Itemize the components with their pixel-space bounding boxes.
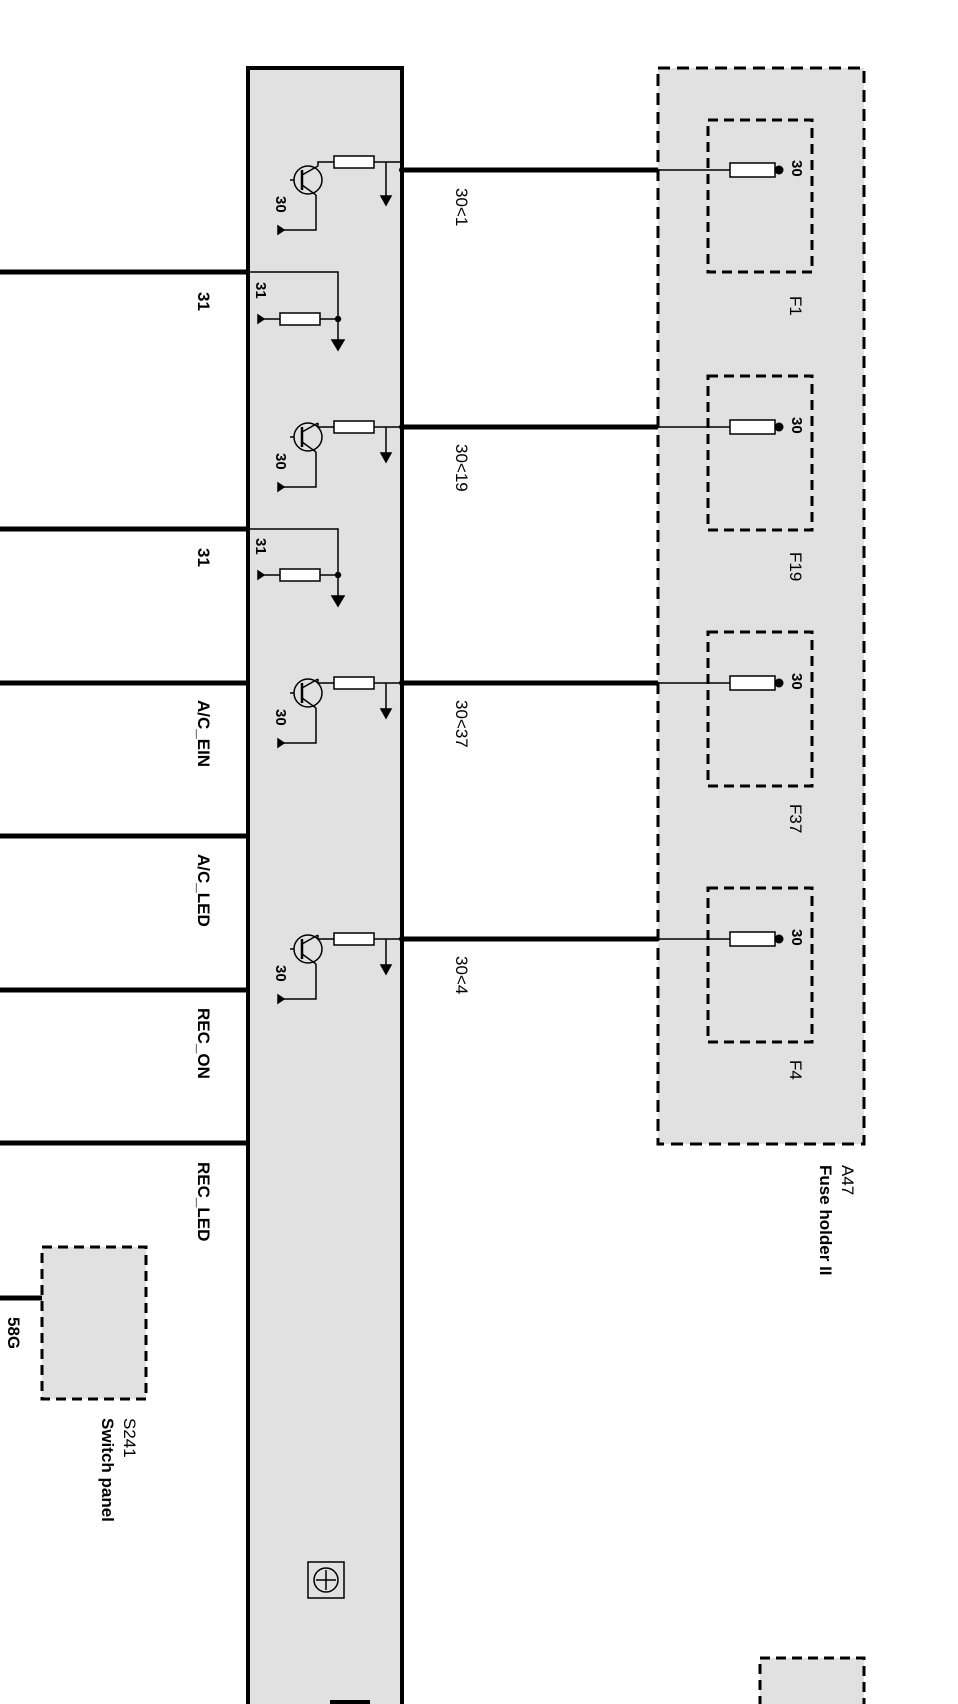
ground-1-pin: 31 [252,282,269,299]
switch-panel-id: S241 [120,1418,139,1458]
wire-label-30-19: 30<19 [452,444,471,492]
fuse-f4 [399,886,814,1044]
wire-label-ac-led: A/C_LED [194,854,213,927]
module-symbol-icon [307,1561,345,1599]
partial-component-box [758,1656,866,1704]
fuse-f1-label: F1 [786,296,805,316]
fuse-holder-id: A47 [838,1165,857,1195]
module-connector-stub [330,1700,370,1704]
switch-panel-pin: 58G [4,1317,23,1349]
wire-label-ac-ein: A/C_EIN [194,700,213,767]
wire-label-31-b: 31 [194,548,213,567]
fuse-f37-label: F37 [786,804,805,833]
wire-label-30-1: 30<1 [452,188,471,226]
ground-2-pin: 31 [252,538,269,555]
transistor-1-pin: 30 [272,196,289,213]
wire-label-rec-led: REC_LED [194,1162,213,1241]
wire-label-31-a: 31 [194,292,213,311]
transistor-2-pin: 30 [272,453,289,470]
fuse-f4-label: F4 [786,1060,805,1080]
ground-resistor-1 [248,271,346,352]
wire-label-rec-on: REC_ON [194,1008,213,1079]
fuse-f4-pin: 30 [788,929,805,946]
transistor-driver-1 [277,155,402,236]
transistor-driver-3 [277,676,402,749]
fuse-f1-pin: 30 [788,160,805,177]
left-wires [0,269,248,1146]
transistor-4-pin: 30 [272,965,289,982]
fuse-f37-pin: 30 [788,673,805,690]
switch-panel-name: Switch panel [98,1418,117,1522]
fuse-f37 [399,630,814,788]
fuse-holder-name: Fuse holder II [816,1165,835,1276]
transistor-driver-2 [277,420,402,493]
switch-panel [0,1245,148,1401]
control-module [246,66,404,1704]
transistor-driver-4 [277,932,402,1005]
fuse-f19-pin: 30 [788,417,805,434]
wire-label-30-4: 30<4 [452,956,471,994]
fuse-f1 [399,118,814,274]
fuse-f19 [399,374,814,532]
wire-label-30-37: 30<37 [452,700,471,748]
fuse-holder-box [656,66,866,1146]
transistor-3-pin: 30 [272,709,289,726]
ground-resistor-2 [248,528,346,608]
fuse-f19-label: F19 [786,552,805,581]
